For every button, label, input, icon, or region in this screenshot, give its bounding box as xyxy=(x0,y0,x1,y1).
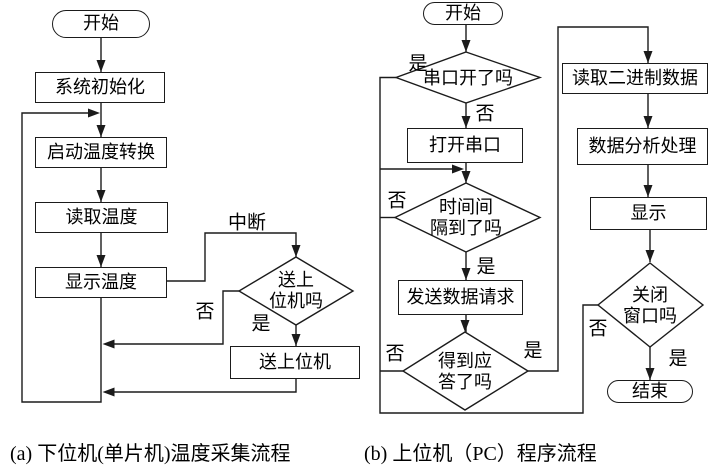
edge-a-send-return xyxy=(114,379,297,393)
label-no-interval: 否 xyxy=(387,190,407,212)
node-send-upper: 送上位机 xyxy=(230,346,360,379)
label-yes-response: 是 xyxy=(523,340,543,362)
edge-a-interrupt xyxy=(167,232,297,282)
diamond-close-query xyxy=(596,262,705,348)
diamond-send-query xyxy=(237,256,355,326)
arrowheads xyxy=(88,40,655,397)
diamond-response-query xyxy=(401,331,530,411)
caption-a: (a) 下位机(单片机)温度采集流程 xyxy=(10,443,291,465)
node-interval-query-text: 时间间 隔到了吗 xyxy=(430,197,502,238)
node-read-binary: 读取二进制数据 xyxy=(562,63,708,94)
label-yes-close: 是 xyxy=(668,348,688,370)
label-yes-a: 是 xyxy=(251,313,271,335)
node-read-temperature: 读取温度 xyxy=(35,202,168,233)
node-display-temperature: 显示温度 xyxy=(35,267,167,298)
label-no-response: 否 xyxy=(385,343,405,365)
node-start-conversion: 启动温度转换 xyxy=(35,137,167,168)
label-yes-interval: 是 xyxy=(476,256,496,278)
node-send-request: 发送数据请求 xyxy=(398,280,523,315)
caption-b: (b) 上位机（PC）程序流程 xyxy=(364,443,597,465)
node-end: 结束 xyxy=(607,380,693,403)
label-interrupt: 中断 xyxy=(227,212,267,234)
diamond-port-open-query xyxy=(393,51,543,104)
diamond-interval-query xyxy=(393,182,542,253)
node-port-open-query-text: 串口开了吗 xyxy=(423,67,513,88)
node-response-query-text: 得到应 答了吗 xyxy=(438,351,492,392)
label-no-port: 否 xyxy=(475,103,495,125)
label-no-close: 否 xyxy=(588,318,608,340)
node-display-b: 显示 xyxy=(590,197,707,230)
node-open-port: 打开串口 xyxy=(407,128,523,163)
edge-b-left-loop xyxy=(379,76,598,414)
label-yes-port: 是 xyxy=(408,53,428,75)
node-send-query-text: 送上 位机吗 xyxy=(269,270,323,311)
edge-a-no-return xyxy=(114,290,239,345)
edge-b-response-yes xyxy=(528,26,649,372)
decision-diamonds xyxy=(237,51,705,411)
node-analyze-data: 数据分析处理 xyxy=(577,128,708,165)
edge-a-main-loop xyxy=(21,112,102,403)
node-system-init: 系统初始化 xyxy=(35,72,165,103)
node-start-b: 开始 xyxy=(423,2,503,25)
node-start-a: 开始 xyxy=(52,10,150,38)
node-close-query-text: 关闭 窗口吗 xyxy=(623,285,677,326)
label-no-a: 否 xyxy=(195,301,215,323)
